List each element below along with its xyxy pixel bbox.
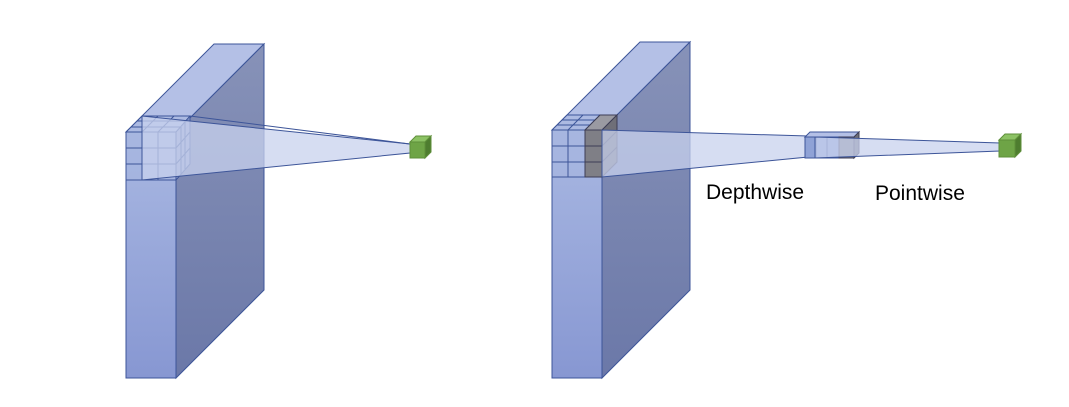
standard-convolution-group	[124, 42, 433, 380]
output-cube-right	[997, 132, 1023, 159]
output-cube-left	[408, 134, 433, 160]
depthwise-separable-group: Depthwise Pointwise	[550, 40, 1023, 380]
input-volume-right	[550, 40, 692, 380]
projection-cone-left	[141, 115, 411, 181]
projection-cone-depthwise	[601, 129, 809, 178]
pointwise-label: Pointwise	[875, 182, 965, 205]
projection-cone-pointwise	[814, 136, 1001, 159]
input-volume-left	[124, 42, 266, 380]
depthwise-label: Depthwise	[706, 181, 804, 204]
